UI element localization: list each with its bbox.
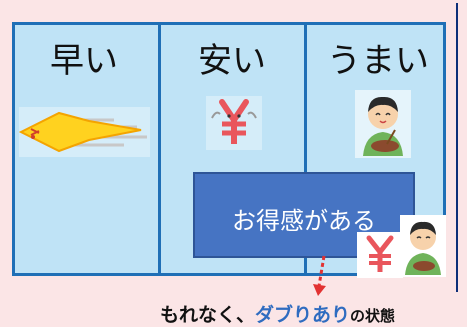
- yen-icon: [357, 232, 403, 278]
- dashed-arrow-icon: [313, 255, 326, 296]
- speed-icon: [19, 107, 150, 157]
- right-bracket: [456, 3, 467, 292]
- caption-part1: もれなく、: [160, 304, 256, 326]
- column-divider: [158, 25, 161, 273]
- yen-icon: [206, 96, 262, 150]
- eating-boy-icon: [355, 90, 411, 158]
- caption-part3: の状態: [350, 307, 396, 325]
- column-title-fast: 早い: [50, 41, 118, 81]
- caption-highlight: ダブりあり: [255, 304, 351, 326]
- column-divider: [304, 25, 307, 273]
- column-title-tasty: うまい: [327, 41, 429, 81]
- caption: もれなく、ダブりありの状態: [160, 300, 395, 327]
- column-title-cheap: 安い: [198, 41, 266, 81]
- callout-label: お得感がある: [232, 207, 376, 235]
- eating-boy-icon: [400, 215, 446, 277]
